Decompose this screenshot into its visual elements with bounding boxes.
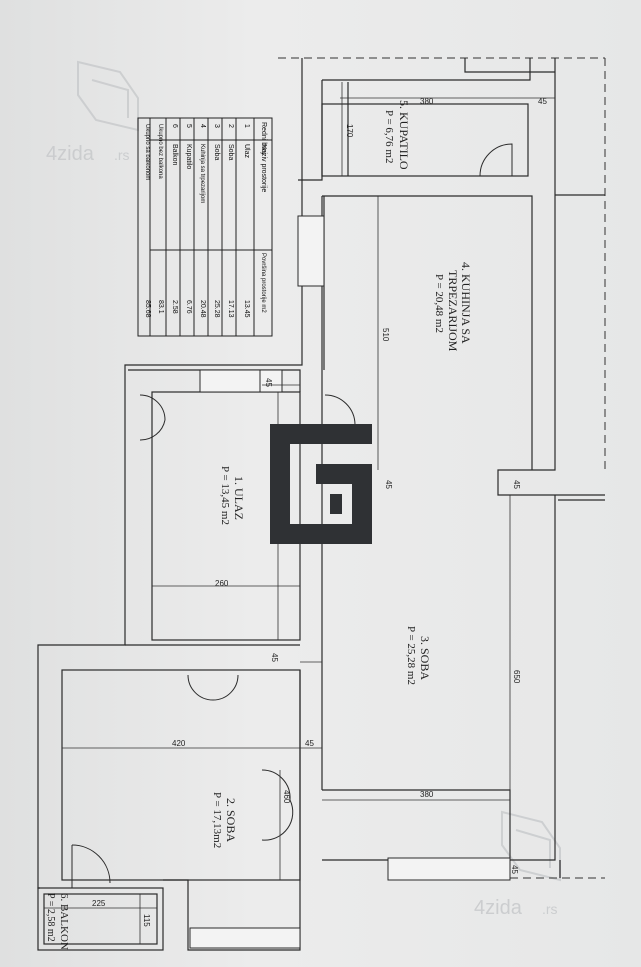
room-soba2-area: P = 17,13m2: [211, 792, 223, 848]
table-cell: 3: [213, 124, 220, 128]
watermark-brand: 4zida: [46, 143, 95, 165]
dim-label: 45: [384, 480, 393, 489]
dim-label: 380: [420, 97, 434, 106]
watermark-suffix: .rs: [114, 147, 130, 163]
dim-label: 225: [92, 899, 106, 908]
room-balkon-name: 6. BALKON: [58, 893, 70, 950]
room-soba3-area: P = 25,28 m2: [405, 626, 417, 685]
table-cell: 5: [185, 124, 192, 128]
dim-label: 45: [512, 480, 521, 489]
table-cell: Kupatilo: [185, 144, 192, 169]
table-cell: 6.76: [185, 300, 192, 314]
room-kuhinja-name-2: TRPEZARIJOM: [446, 270, 460, 352]
table-cell: Balkon: [171, 144, 178, 166]
table-cell: 17.13: [227, 300, 234, 318]
table-cell: 20.48: [199, 300, 206, 318]
table-cell: 1: [243, 124, 250, 128]
table-cell: Soba: [213, 144, 220, 160]
area-table: Redni broj Naziv prostorije Površina pro…: [149, 117, 273, 337]
dimension-labels: 380 45 170 510 45 45 450 260 45 650 45 4…: [92, 97, 547, 927]
table-cell: Soba: [227, 144, 234, 160]
room-ulaz-area: P = 13,45 m2: [219, 466, 231, 525]
watermark-bottom: 4zida .rs: [474, 810, 561, 919]
table-header-area: Površina prostorije m2: [260, 253, 266, 313]
dim-label: 115: [142, 914, 151, 927]
room-soba3-name: 3. SOBA: [418, 636, 432, 680]
table-total-label: Ukupno bez balkona: [157, 124, 163, 179]
dim-label: 380: [420, 790, 434, 799]
dim-label: 170: [345, 124, 354, 138]
area-table-total-with: Ukupno sa balkonom 85.68: [137, 117, 151, 337]
dim-label: 420: [172, 739, 186, 748]
table-cell: 13.45: [243, 300, 250, 318]
room-kuhinja-name-1: 4. KUHINJA SA: [459, 262, 473, 344]
table-total2-value: 85.68: [144, 300, 151, 318]
table-cell: 4: [199, 124, 206, 128]
dim-label: 45: [264, 378, 273, 387]
room-kupatilo-area: P = 6,76 m2: [383, 110, 395, 163]
room-soba2-name: 2. SOBA: [224, 798, 238, 842]
dim-label: 460: [282, 790, 291, 804]
doors: [71, 143, 513, 888]
room-kupatilo-name: 5. KUPATILO: [397, 100, 411, 170]
table-cell: 6: [171, 124, 178, 128]
watermark-brand-2: 4zida: [474, 897, 523, 919]
table-cell: Kuhinja sa trpezarijom: [199, 144, 205, 203]
room-ulaz-name: 1. ULAZ: [232, 476, 246, 520]
watermark-top: 4zida .rs: [46, 60, 139, 165]
windows: [189, 215, 511, 949]
dim-label: 650: [512, 670, 521, 684]
watermark-suffix-2: .rs: [542, 901, 558, 917]
table-total2-label: Ukupno sa balkonom: [144, 124, 150, 180]
agency-logo: [270, 424, 372, 544]
dim-label: 45: [510, 865, 519, 874]
dim-label: 260: [215, 579, 229, 588]
watermark-logo-icon-2: [501, 810, 561, 882]
table-cell: 25.28: [213, 300, 220, 318]
property-boundary: [278, 57, 606, 879]
room-balkon-area: P = 2,58 m2: [45, 893, 56, 942]
dim-label: 45: [270, 653, 279, 662]
g-logo-icon: [270, 424, 372, 544]
table-header-no: Redni broj: [260, 122, 267, 154]
table-cell: 2: [227, 124, 234, 128]
room-kuhinja-area: P = 20,48 m2: [433, 274, 445, 333]
dim-label: 45: [305, 739, 314, 748]
table-header-name: Naziv prostorije: [260, 144, 267, 192]
dim-label: 510: [381, 328, 390, 342]
room-labels: 5. KUPATILO P = 6,76 m2 4. KUHINJA SA TR…: [45, 100, 473, 950]
table-total-value: 83.1: [157, 300, 164, 314]
dim-label: 45: [538, 97, 547, 106]
table-cell: 2.58: [171, 300, 178, 314]
table-cell: Ulaz: [243, 144, 250, 159]
